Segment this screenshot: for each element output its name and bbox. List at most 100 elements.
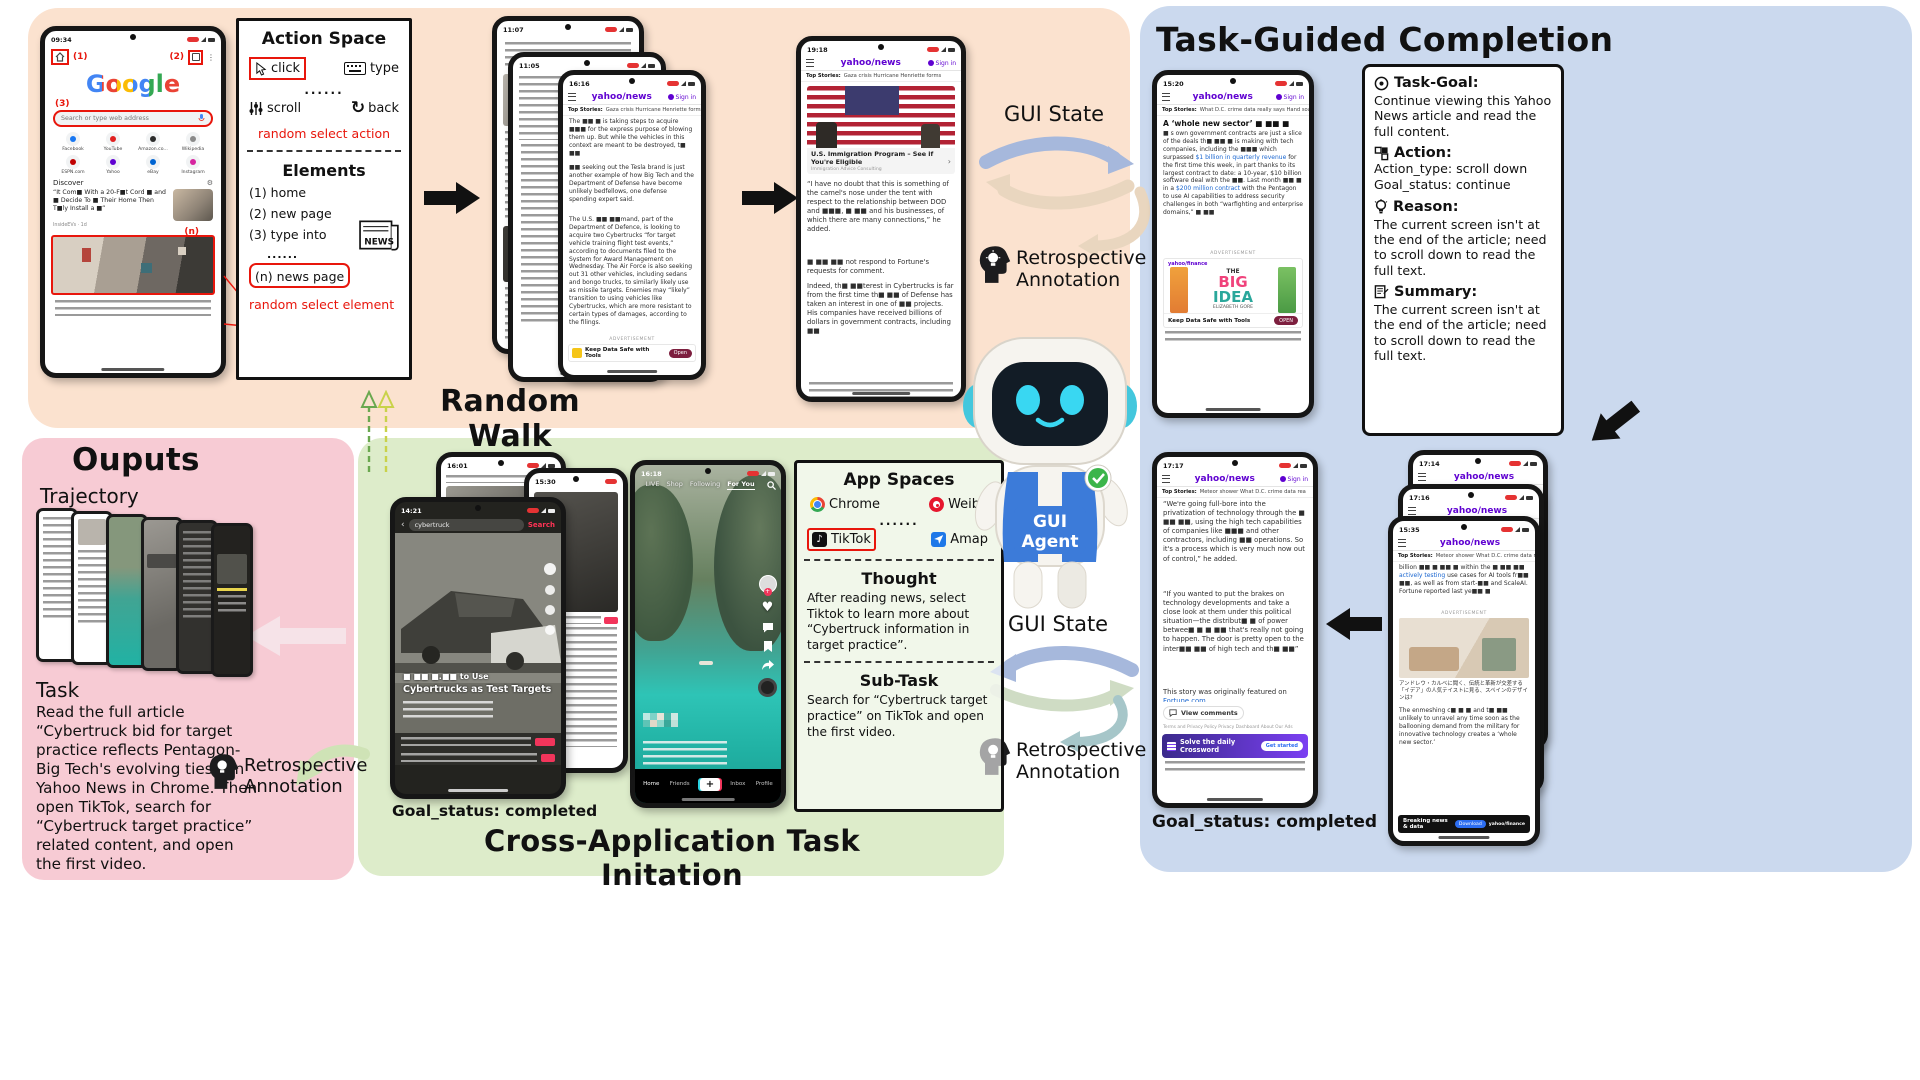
article-link[interactable]: actively testing [1399, 571, 1446, 579]
view-comments-button[interactable]: View comments [1163, 706, 1244, 720]
discover-card[interactable]: “It Com■ With a 20-F■t Cord ■ and ■ Deci… [45, 188, 221, 229]
search-bar[interactable]: Search or type web address [53, 110, 213, 127]
shortcut-wikipedia[interactable]: Wikipedia [173, 132, 213, 152]
pixelated-block [643, 713, 678, 727]
download-button[interactable]: Download [1454, 820, 1486, 828]
app-amap[interactable]: Amap [928, 530, 991, 549]
nav-profile[interactable]: Profile [755, 781, 773, 787]
overflow-menu-icon[interactable]: ⋮ [207, 52, 215, 62]
shortcut-ebay[interactable]: eBay [133, 155, 173, 175]
ad-label: ADVERTISEMENT [1210, 251, 1256, 256]
avatar[interactable] [544, 563, 556, 575]
top-stories-bar[interactable]: Top Stories:Gaza crisis Hurricane Henrie… [563, 105, 701, 116]
sound-disc[interactable] [758, 678, 777, 697]
ad-card[interactable]: yahoo/finance THE BIG IDEA ELIZABETH GOR… [1163, 258, 1303, 328]
article-paragraph: ■ ■■ ■■ not respond to Fortune's request… [807, 258, 929, 276]
share-icon[interactable] [761, 660, 774, 670]
random-select-action: random select action [257, 126, 391, 141]
yahoo-header: yahoo/news Sign in [801, 56, 961, 71]
screen-record-indicator [187, 37, 199, 42]
action-back[interactable]: ↻ back [351, 100, 399, 117]
menu-icon[interactable] [1162, 93, 1170, 101]
annotation-n: (n) [184, 227, 199, 237]
text-skeleton [446, 475, 537, 483]
mic-icon[interactable] [198, 114, 205, 123]
shortcut-youtube[interactable]: YouTube [93, 132, 133, 152]
shortcut-facebook[interactable]: Facebook [53, 132, 93, 152]
menu-icon[interactable] [1162, 475, 1170, 483]
back-chevron-icon[interactable]: ‹ [401, 520, 405, 530]
footer-links[interactable]: Terms and Privacy Policy Privacy Dashboa… [1163, 725, 1293, 730]
video-frame[interactable]: ■ ■■ ■.■■ to Use Cybertrucks as Test Tar… [395, 533, 561, 733]
search-icon[interactable] [767, 481, 776, 490]
tab-live[interactable]: LIVE [645, 480, 660, 488]
search-field[interactable]: cybertruck [408, 519, 524, 531]
chrome-icon [810, 497, 825, 512]
top-stories-bar[interactable]: Top Stories:Meteor shower What D.C. crim… [1393, 551, 1535, 562]
gear-icon[interactable]: ⚙ [206, 179, 213, 187]
like-icon[interactable] [545, 585, 555, 595]
like-icon[interactable]: ♥ [761, 600, 774, 615]
nav-home[interactable]: Home [643, 781, 660, 787]
discover-thumb [173, 189, 213, 221]
breaking-banner[interactable]: Breaking news & data Download yahoo/fina… [1398, 815, 1530, 833]
news-thumbnail[interactable] [51, 235, 215, 295]
article-link[interactable]: $200 million contract [1175, 185, 1240, 193]
action-scroll[interactable]: scroll [249, 101, 301, 116]
top-stories-bar[interactable]: Top Stories:What D.C. crime data really … [1157, 105, 1309, 116]
creator-avatar[interactable]: + [758, 575, 777, 596]
tabs-button[interactable] [188, 49, 203, 65]
summary-label: Summary: [1394, 283, 1478, 300]
tab-for-you[interactable]: For You [727, 480, 755, 490]
element-2[interactable]: (2) new page [249, 206, 332, 221]
element-1[interactable]: (1) home [249, 185, 307, 200]
shortcut-amazon[interactable]: Amazon.co... [133, 132, 173, 152]
home-button[interactable] [51, 49, 69, 65]
app-chrome[interactable]: Chrome [807, 495, 883, 514]
comment-icon[interactable] [545, 605, 555, 615]
ad-open-button[interactable]: Open [668, 348, 692, 358]
top-stories-bar[interactable]: Top Stories:Meteor shower What D.C. crim… [1157, 487, 1313, 498]
comment-icon[interactable] [762, 622, 774, 633]
shortcut-espn[interactable]: ESPN.com [53, 155, 93, 175]
article-source: This story was originally featured on Fo… [1157, 686, 1313, 702]
search-button[interactable]: Search [527, 521, 555, 529]
element-3[interactable]: (3) type into [249, 227, 327, 242]
robot-badge [1014, 506, 1086, 554]
shortcut-instagram[interactable]: Instagram [173, 155, 213, 175]
source-link[interactable]: Fortune.com [1163, 697, 1206, 702]
menu-icon[interactable] [806, 59, 814, 67]
tab-following[interactable]: Following [689, 480, 721, 488]
menu-icon[interactable] [1398, 539, 1406, 547]
sign-in-button[interactable]: Sign in [1279, 476, 1308, 483]
crossword-banner[interactable]: Solve the daily Crossword Get started [1162, 734, 1308, 758]
sign-in-button[interactable]: Sign in [1275, 94, 1304, 101]
yahoo-header: yahoo/news Sign in [1157, 472, 1313, 487]
sign-in-button[interactable]: Sign in [667, 94, 696, 101]
status-time: 19:18 [807, 45, 828, 54]
action-click[interactable]: click [249, 57, 307, 80]
ad-open-button[interactable]: OPEN [1274, 316, 1298, 325]
nav-inbox[interactable]: Inbox [730, 781, 746, 787]
create-button[interactable]: + [699, 777, 720, 791]
article-link[interactable]: $1 billion in quarterly revenue [1195, 153, 1287, 161]
sign-in-button[interactable]: Sign in [927, 60, 956, 67]
element-n[interactable]: (n) news page [249, 263, 351, 288]
shortcut-yahoo[interactable]: Yahoo [93, 155, 133, 175]
caption-skeleton [403, 701, 493, 719]
nav-friends[interactable]: Friends [669, 781, 690, 787]
menu-icon[interactable] [568, 93, 576, 101]
thought-title: Thought [861, 569, 937, 588]
video-action-rail[interactable] [544, 563, 556, 635]
share-icon[interactable] [545, 625, 555, 635]
tab-shop[interactable]: Shop [666, 480, 683, 488]
top-stories-bar[interactable]: Top Stories:Gaza crisis Hurricane Henrie… [801, 71, 961, 82]
top-stories-label: Top Stories: [1162, 107, 1197, 113]
crossword-button[interactable]: Get started [1260, 741, 1303, 751]
ad-card[interactable]: U.S. Immigration Program – See if You're… [807, 86, 955, 174]
paragraph-text: billion ■■ ■ ■■ ■ within the ■ ■■ ■■ [1399, 564, 1525, 571]
news-icon-text: NEWS [364, 237, 394, 247]
bookmark-icon[interactable] [763, 641, 773, 652]
action-type[interactable]: type [343, 61, 399, 76]
app-tiktok[interactable]: ♪TikTok [807, 528, 876, 551]
